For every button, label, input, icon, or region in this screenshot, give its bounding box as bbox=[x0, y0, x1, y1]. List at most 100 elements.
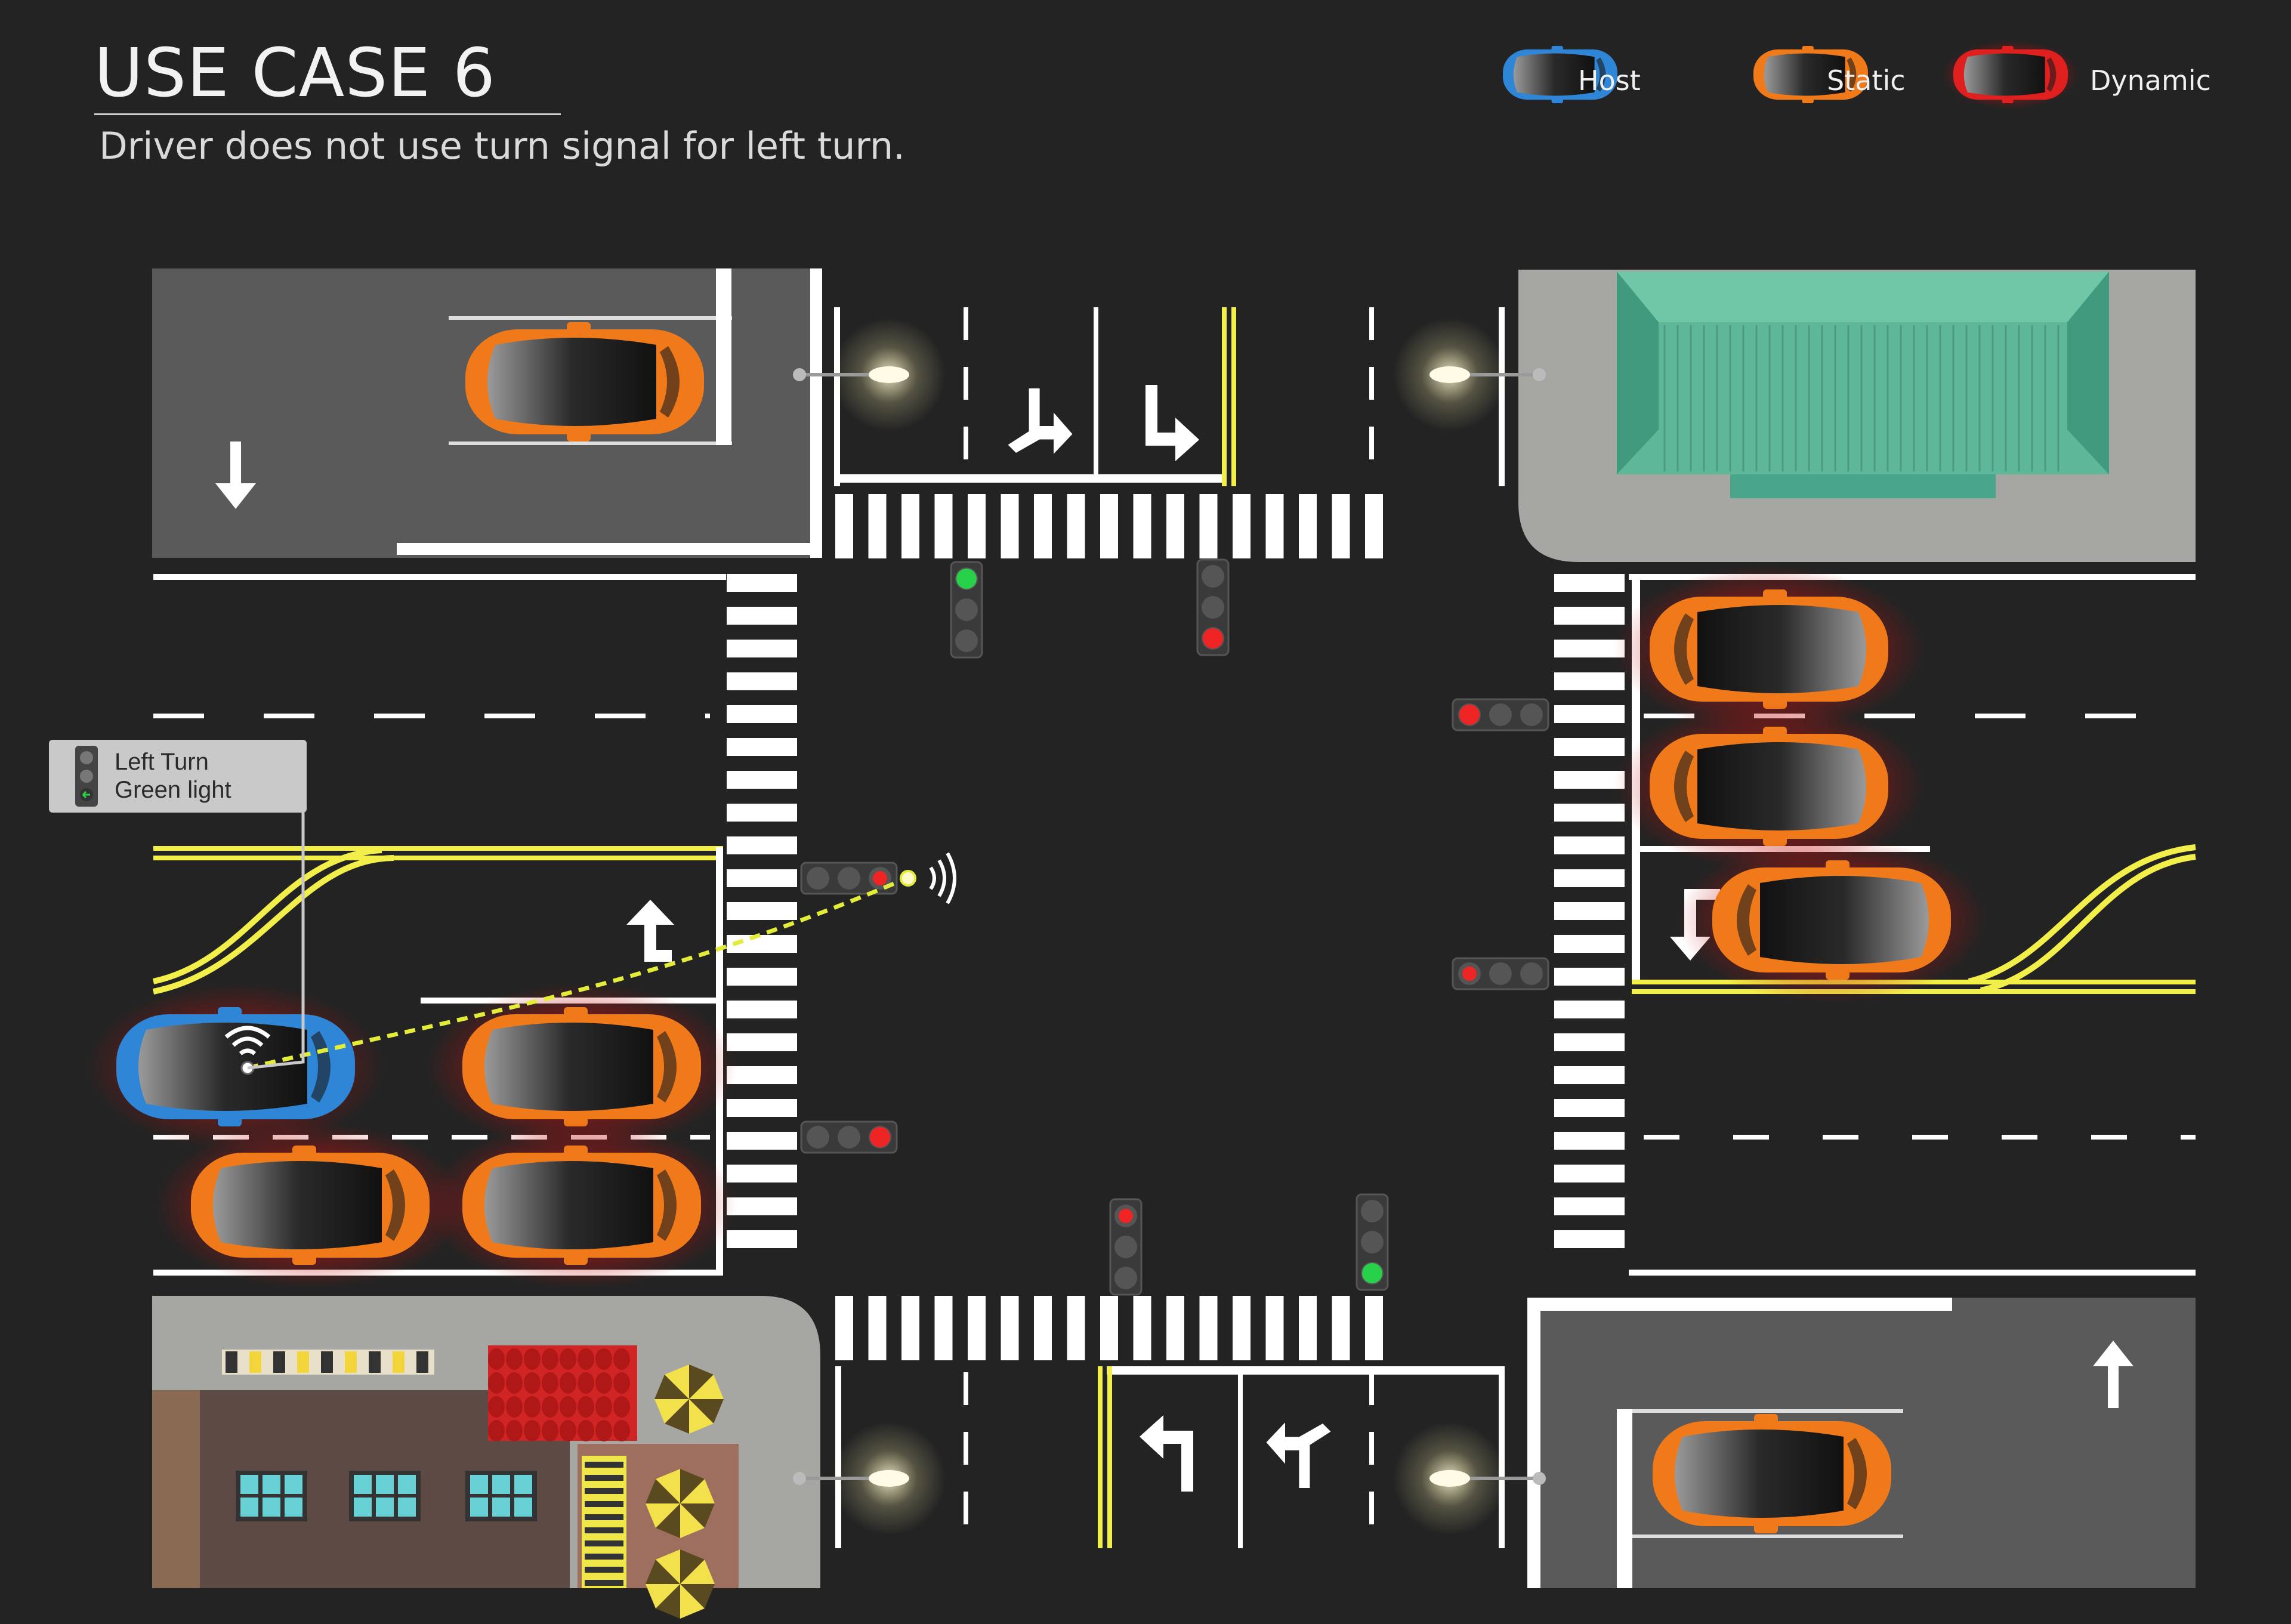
crosswalk-stripe bbox=[1100, 1296, 1118, 1360]
street-lamp-icon bbox=[1393, 1422, 1546, 1535]
callout-line-2: Green light bbox=[115, 777, 231, 803]
crosswalk-stripe bbox=[727, 1001, 797, 1018]
crosswalk-stripe bbox=[1332, 1296, 1350, 1360]
crosswalk-stripe bbox=[1199, 494, 1218, 558]
lane-dash bbox=[964, 427, 968, 459]
awning-scallop bbox=[524, 1348, 541, 1370]
lane-dash bbox=[1975, 714, 2026, 718]
awning-scallop bbox=[613, 1396, 630, 1418]
window-pane bbox=[354, 1498, 372, 1517]
umbrella-icon bbox=[654, 1364, 724, 1434]
wifi-signal-icon bbox=[224, 1026, 271, 1055]
lane-dash bbox=[595, 714, 646, 718]
crosswalk-stripe bbox=[727, 1132, 797, 1150]
crosswalk-stripe bbox=[868, 494, 887, 558]
lane-dash bbox=[1912, 1135, 1948, 1140]
crosswalk-stripe bbox=[1265, 1296, 1284, 1360]
patio-stripe bbox=[585, 1527, 623, 1533]
lane-dash bbox=[2181, 1135, 2196, 1140]
lane-dash bbox=[964, 367, 968, 400]
crosswalk-stripe bbox=[1299, 494, 1317, 558]
crosswalk-stripe bbox=[934, 494, 953, 558]
traffic-light-right-lower bbox=[1452, 957, 1549, 990]
host-car bbox=[87, 983, 385, 1150]
crosswalk-stripe bbox=[1365, 1296, 1383, 1360]
lane-dash bbox=[964, 307, 968, 340]
crosswalk-stripe bbox=[727, 705, 797, 723]
window-pane bbox=[240, 1475, 258, 1494]
awning-scallop bbox=[488, 1396, 505, 1418]
awning-scallop bbox=[578, 1372, 594, 1394]
lane-dash bbox=[1644, 714, 1694, 718]
crosswalk-stripe bbox=[727, 1099, 797, 1117]
traffic-light-bottom-right bbox=[1356, 1193, 1389, 1291]
awning-scallop bbox=[560, 1348, 576, 1370]
lane-dash bbox=[1369, 1432, 1374, 1465]
crosswalk-stripe bbox=[901, 1296, 919, 1360]
crosswalk-stripe bbox=[1554, 902, 1625, 920]
signal-status-callout: Left Turn Green light bbox=[49, 740, 307, 813]
window-pane bbox=[398, 1498, 416, 1517]
awning-scallop bbox=[542, 1372, 558, 1394]
dynamic-car-right-3 bbox=[1676, 836, 1987, 1004]
lane-dash bbox=[964, 1492, 968, 1524]
lane-dash bbox=[964, 1432, 968, 1465]
crosswalk-stripe bbox=[1299, 1296, 1317, 1360]
street-lamp-icon bbox=[793, 1422, 946, 1535]
legend-label-dynamic: Dynamic bbox=[2090, 64, 2211, 97]
awning-stripe bbox=[273, 1351, 285, 1373]
awning-stripe bbox=[416, 1351, 428, 1373]
crosswalk-stripe bbox=[1100, 494, 1118, 558]
lane-dash bbox=[964, 1372, 968, 1405]
crosswalk-stripe bbox=[1554, 968, 1625, 986]
crosswalk-stripe bbox=[727, 1230, 797, 1248]
lane-dash bbox=[1369, 367, 1374, 400]
crosswalk-stripe bbox=[727, 869, 797, 887]
link-endpoint-signal bbox=[900, 870, 916, 887]
awning-scallop bbox=[595, 1396, 612, 1418]
crosswalk-stripe bbox=[1199, 1296, 1218, 1360]
window-pane bbox=[470, 1498, 488, 1517]
lane-dash bbox=[452, 1135, 487, 1140]
crosswalk-stripe bbox=[1554, 1132, 1625, 1150]
crosswalk-stripe bbox=[727, 771, 797, 789]
patio-stripe bbox=[585, 1488, 623, 1494]
crosswalk-stripe bbox=[1554, 1099, 1625, 1117]
awning-stripe bbox=[369, 1351, 381, 1373]
window-pane bbox=[376, 1475, 394, 1494]
crosswalk-stripe bbox=[1067, 494, 1085, 558]
crosswalk-stripe bbox=[1554, 1230, 1625, 1248]
awning-scallop bbox=[560, 1420, 576, 1441]
crosswalk-stripe bbox=[727, 1066, 797, 1084]
crosswalk-stripe bbox=[727, 804, 797, 822]
crosswalk-stripe bbox=[1067, 1296, 1085, 1360]
traffic-light-right-upper bbox=[1452, 698, 1549, 731]
awning-scallop bbox=[560, 1372, 576, 1394]
lane-dash bbox=[1823, 1135, 1858, 1140]
awning-scallop bbox=[506, 1348, 523, 1370]
lane-dash bbox=[1369, 427, 1374, 459]
awning-scallop bbox=[613, 1372, 630, 1394]
lane-dash bbox=[705, 714, 710, 718]
awning-scallop bbox=[613, 1348, 630, 1370]
turn-right-arrow-icon bbox=[1146, 385, 1199, 461]
lane-dash bbox=[2091, 1135, 2127, 1140]
awning-scallop bbox=[506, 1372, 523, 1394]
corner-block-bottom-left bbox=[152, 1296, 820, 1619]
crosswalk-stripe bbox=[1554, 1001, 1625, 1018]
awning-scallop bbox=[578, 1420, 594, 1441]
crosswalk-stripe bbox=[727, 1165, 797, 1183]
crosswalk-stripe bbox=[727, 607, 797, 625]
awning-scallop bbox=[524, 1420, 541, 1441]
crosswalk-stripe bbox=[727, 1197, 797, 1215]
awning-scallop bbox=[595, 1348, 612, 1370]
crosswalk-stripe bbox=[1554, 804, 1625, 822]
awning-scallop bbox=[542, 1348, 558, 1370]
crosswalk-stripe bbox=[1133, 494, 1151, 558]
window-pane bbox=[285, 1498, 302, 1517]
lane-dash bbox=[374, 714, 425, 718]
crosswalk-stripe bbox=[1233, 1296, 1251, 1360]
window-pane bbox=[514, 1475, 532, 1494]
lane-dash bbox=[153, 714, 204, 718]
crosswalk-stripe bbox=[727, 738, 797, 756]
